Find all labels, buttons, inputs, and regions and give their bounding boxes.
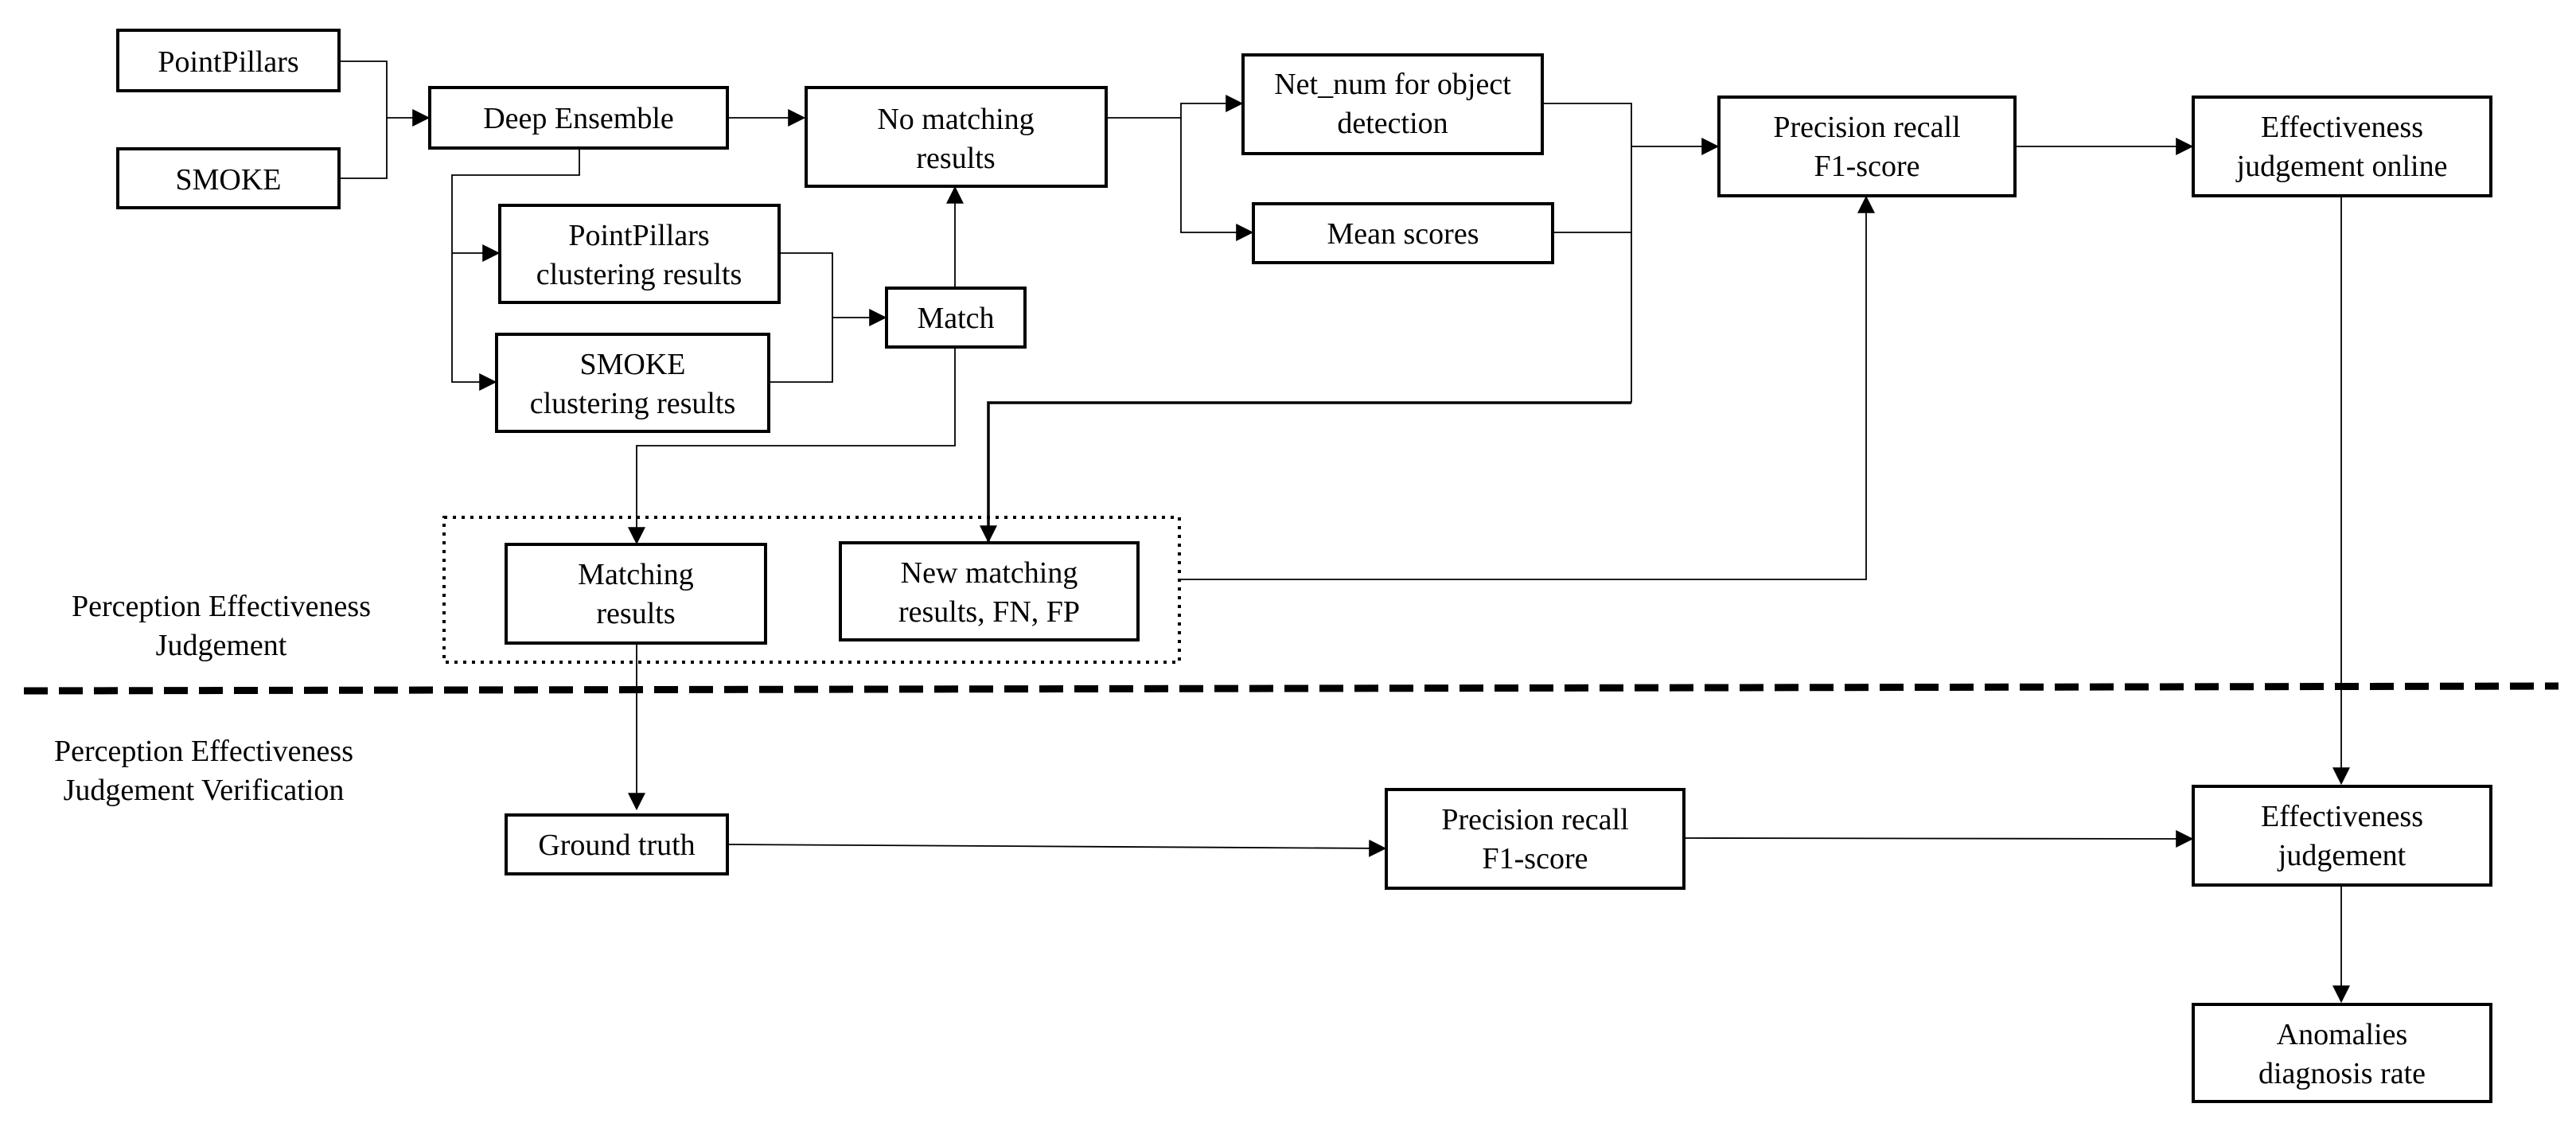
section-label-verification-line2: Judgement Verification — [64, 774, 345, 807]
node-pointpillars-clustering: PointPillars clustering results — [498, 204, 781, 304]
node-anomalies: Anomalies diagnosis rate — [2192, 1003, 2492, 1103]
node-matching-results-line2: results — [596, 597, 675, 630]
connectors — [339, 60, 2350, 1004]
connector-nomatching-netnum — [1106, 95, 1244, 119]
connector-ppcluster-match — [779, 252, 887, 326]
node-match: Match — [885, 287, 1027, 349]
connector-smokecluster-match — [769, 318, 833, 383]
section-label-judgement-line2: Judgement — [156, 629, 287, 662]
node-effectiveness-judgement: Effectiveness judgement — [2192, 785, 2492, 887]
node-matching-results-line1: Matching — [578, 558, 694, 591]
node-prf-verification: Precision recall F1-score — [1385, 788, 1686, 890]
node-prf-online: Precision recall F1-score — [1717, 96, 2017, 197]
connector-prf-effjudgement — [1683, 829, 2194, 848]
connector-match-matchingresults — [628, 347, 956, 545]
node-pointpillars-clustering-line2: clustering results — [536, 258, 742, 291]
node-effectiveness-judgement-line1: Effectiveness — [2261, 800, 2423, 833]
connector-merge-newmatching — [980, 401, 1631, 544]
node-matching-results: Matching results — [505, 543, 767, 645]
node-effectiveness-judgement-line2: judgement — [2277, 839, 2406, 872]
node-no-matching-line1: No matching — [877, 103, 1034, 136]
node-mean-scores-label: Mean scores — [1327, 217, 1479, 251]
judgement-group-border — [442, 516, 1181, 664]
connector-ensemble-clusters — [451, 150, 580, 391]
node-prf-online-line2: F1-score — [1814, 150, 1920, 183]
node-anomalies-line1: Anomalies — [2277, 1018, 2408, 1051]
node-smoke-clustering-line2: clustering results — [530, 387, 736, 420]
node-smoke-clustering: SMOKE clustering results — [495, 333, 770, 433]
node-effectiveness-online: Effectiveness judgement online — [2192, 96, 2492, 197]
node-prf-verification-line2: F1-score — [1483, 842, 1588, 875]
node-mean-scores: Mean scores — [1252, 202, 1554, 264]
connector-pointpillars-ensemble — [339, 60, 431, 127]
section-label-judgement-line1: Perception Effectiveness — [72, 590, 371, 623]
node-new-matching-line2: results, FN, FP — [898, 595, 1080, 629]
connector-groundtruth-prf — [727, 839, 1387, 857]
node-match-label: Match — [917, 302, 994, 335]
node-new-matching-line1: New matching — [901, 556, 1078, 590]
section-label-verification: Perception Effectiveness Judgement Verif… — [54, 735, 353, 807]
node-pointpillars-label: PointPillars — [158, 45, 298, 79]
node-no-matching: No matching results — [805, 86, 1108, 188]
node-effectiveness-online-line1: Effectiveness — [2261, 111, 2423, 144]
connector-nomatching-meanscores — [1180, 118, 1254, 241]
node-ground-truth-label: Ground truth — [538, 829, 695, 862]
node-anomalies-line2: diagnosis rate — [2258, 1057, 2426, 1090]
node-prf-verification-line1: Precision recall — [1441, 803, 1628, 836]
node-prf-online-line1: Precision recall — [1773, 111, 1960, 144]
connector-newmatching-prf — [1179, 195, 1875, 580]
connector-netnum-prf — [1542, 103, 1632, 403]
node-pointpillars: PointPillars — [116, 29, 341, 92]
section-divider — [23, 682, 2559, 695]
section-label-judgement: Perception Effectiveness Judgement — [72, 590, 371, 662]
node-net-num: Net_num for object detection — [1241, 53, 1544, 155]
node-deep-ensemble-label: Deep Ensemble — [483, 102, 674, 135]
node-ground-truth: Ground truth — [505, 813, 729, 875]
node-pointpillars-clustering-line1: PointPillars — [568, 219, 709, 252]
node-smoke-label: SMOKE — [175, 163, 281, 197]
node-smoke-clustering-line1: SMOKE — [579, 348, 685, 381]
node-net-num-line1: Net_num for object — [1274, 68, 1511, 101]
node-effectiveness-online-line2: judgement online — [2235, 150, 2448, 183]
connector-smoke-ensemble — [339, 118, 388, 179]
node-deep-ensemble: Deep Ensemble — [428, 86, 729, 150]
node-net-num-line2: detection — [1337, 107, 1448, 140]
section-label-verification-line1: Perception Effectiveness — [54, 735, 353, 768]
node-smoke: SMOKE — [116, 147, 341, 209]
node-no-matching-line2: results — [916, 142, 995, 175]
node-new-matching: New matching results, FN, FP — [839, 541, 1140, 641]
